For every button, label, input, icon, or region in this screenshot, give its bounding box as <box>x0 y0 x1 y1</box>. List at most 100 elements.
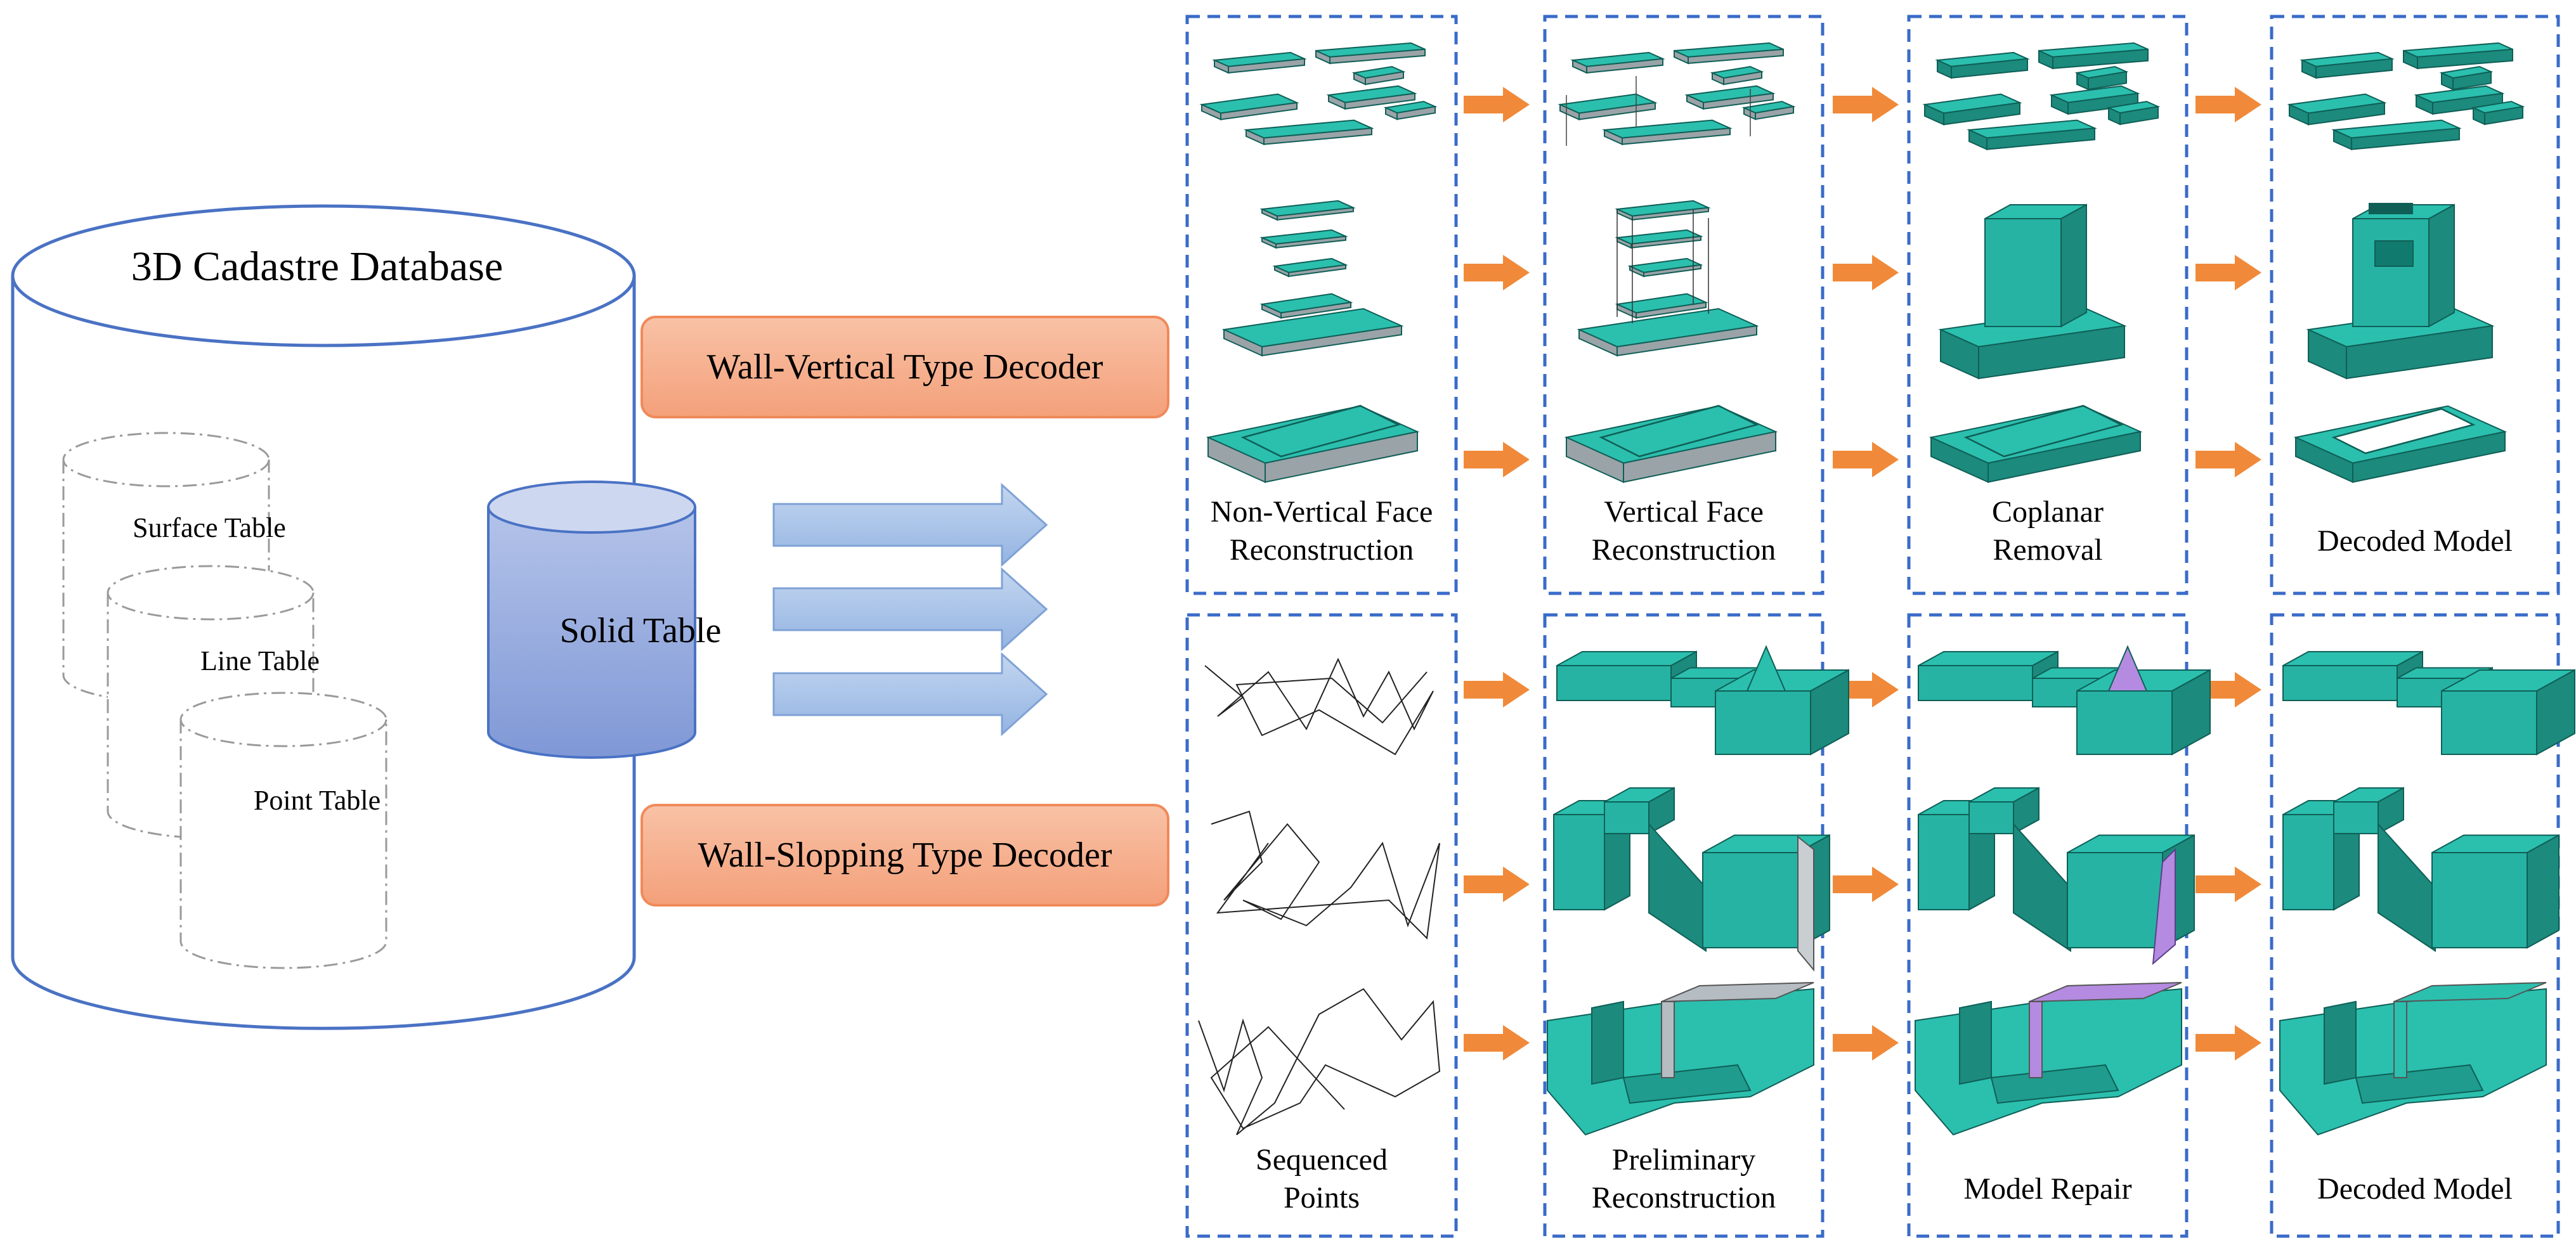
inner-outline <box>1599 404 1759 458</box>
bar-2 <box>2471 101 2525 126</box>
wing-right <box>2414 85 2505 115</box>
top-block <box>1968 787 2039 835</box>
wall-sloping-decoder-box <box>641 804 1169 907</box>
model-r5-c3 <box>1918 787 2195 965</box>
step-label-vertical-face: Vertical Face Reconstruction <box>1591 495 1776 567</box>
model-r2-c2 <box>1577 200 1759 357</box>
roof <box>1259 200 1356 221</box>
model-r6-c1 <box>1198 988 1441 1135</box>
bar-back <box>1935 51 2030 79</box>
wing-left <box>1199 93 1299 121</box>
bar-2 <box>1383 101 1438 120</box>
bar-top <box>2403 42 2513 70</box>
sloped-wall <box>2013 822 2071 952</box>
model-r3-c1 <box>1206 404 1420 484</box>
database-title: 3D Cadastre Database <box>131 243 504 290</box>
point-table-cylinder <box>179 692 387 969</box>
model-r2-c4 <box>2306 203 2495 380</box>
inner-wall <box>2029 1001 2043 1078</box>
wing-mid <box>1967 119 2097 151</box>
panel-v2 <box>1543 15 1825 595</box>
back-wall <box>1661 982 1814 1002</box>
model-r5-c4 <box>2282 787 2560 952</box>
point-table-label: Point Table <box>253 785 381 816</box>
wing-left <box>2287 93 2387 126</box>
base-slab <box>1206 405 1420 484</box>
model-r5-c1 <box>1211 810 1440 940</box>
wing-right <box>1326 85 1417 110</box>
left-tower <box>1553 799 1630 911</box>
orange-arrows <box>1464 87 2261 1061</box>
model-r3-c3 <box>1929 404 2143 484</box>
solid-table-cylinder <box>487 481 696 759</box>
u-body <box>2279 988 2547 1136</box>
bar-1 <box>1710 66 1764 86</box>
grey-face <box>1797 835 1814 972</box>
wing-mid <box>1602 119 1733 146</box>
panel-v3 <box>1907 15 2189 595</box>
model-r4-c3 <box>1918 645 2211 756</box>
orange-arrow-r6-c2 <box>1833 1025 1899 1061</box>
orange-arrow-r2-c3 <box>2195 255 2261 290</box>
tower <box>1984 203 2087 328</box>
floor-3 <box>1615 229 1703 249</box>
orange-arrow-r4-c3 <box>2195 672 2261 707</box>
inner-outline <box>1240 404 1401 458</box>
inner-outline <box>1963 404 2124 458</box>
wing-right <box>2049 85 2140 115</box>
base-slab <box>1564 405 1778 484</box>
orange-arrow-r1-c1 <box>1464 87 1530 122</box>
bar-top <box>2038 42 2149 70</box>
right-block <box>1715 669 1849 756</box>
wing-left <box>1922 93 2022 126</box>
slope-face <box>1746 645 1786 692</box>
bar-1 <box>2439 66 2494 91</box>
base-slab <box>1577 307 1759 357</box>
blue-arrow-1 <box>772 482 1048 567</box>
wing-mid <box>2331 119 2462 151</box>
wing-mid <box>1244 119 1374 146</box>
sloped-wall <box>2378 822 2436 952</box>
right-block <box>2076 669 2211 756</box>
u-floor <box>1622 1064 1752 1104</box>
bar-1 <box>2074 66 2129 91</box>
repaired-face <box>2152 848 2176 965</box>
model-r4-c4 <box>2282 650 2575 756</box>
bar-2 <box>2106 101 2161 126</box>
left-block <box>2282 650 2423 702</box>
orange-arrow-r5-c2 <box>1833 867 1899 902</box>
base-slab <box>1929 405 2143 484</box>
point-sequence <box>1204 657 1434 756</box>
surface-table-label: Surface Table <box>133 512 286 543</box>
top-block <box>1604 787 1675 835</box>
blue-arrow-3 <box>772 652 1048 737</box>
right-block <box>2441 669 2575 756</box>
model-r2-c3 <box>1938 203 2127 380</box>
orange-arrow-r5-c1 <box>1464 867 1530 902</box>
back-wall <box>2029 982 2182 1002</box>
bar-top <box>1315 42 1426 65</box>
model-r5-c2 <box>1553 787 1830 972</box>
inner-wall <box>2393 1001 2407 1078</box>
model-thumbnails <box>1198 42 2575 1136</box>
right-block <box>2431 834 2560 949</box>
back-wall <box>2393 982 2547 1002</box>
wing-left <box>1558 93 1658 121</box>
solid-table-label: Solid Table <box>559 611 722 650</box>
inner-wall <box>1661 1001 1675 1078</box>
u-body <box>1547 988 1814 1136</box>
panel-s1 <box>1185 613 1458 1238</box>
base <box>1938 307 2127 380</box>
line-table-label: Line Table <box>200 645 320 676</box>
model-r4-c2 <box>1556 645 1849 756</box>
step-label-decoded-model-vertical: Decoded Model <box>2317 524 2513 558</box>
orange-arrow-r4-c1 <box>1464 672 1530 707</box>
u-floor <box>2355 1064 2484 1104</box>
orange-arrow-r2-c2 <box>1833 255 1899 290</box>
floor-3 <box>1259 229 1348 249</box>
floor-ring <box>1259 293 1353 319</box>
floor-2 <box>1627 257 1703 278</box>
orange-arrow-r3-c1 <box>1464 442 1530 477</box>
sloped-wall <box>1648 822 1707 952</box>
